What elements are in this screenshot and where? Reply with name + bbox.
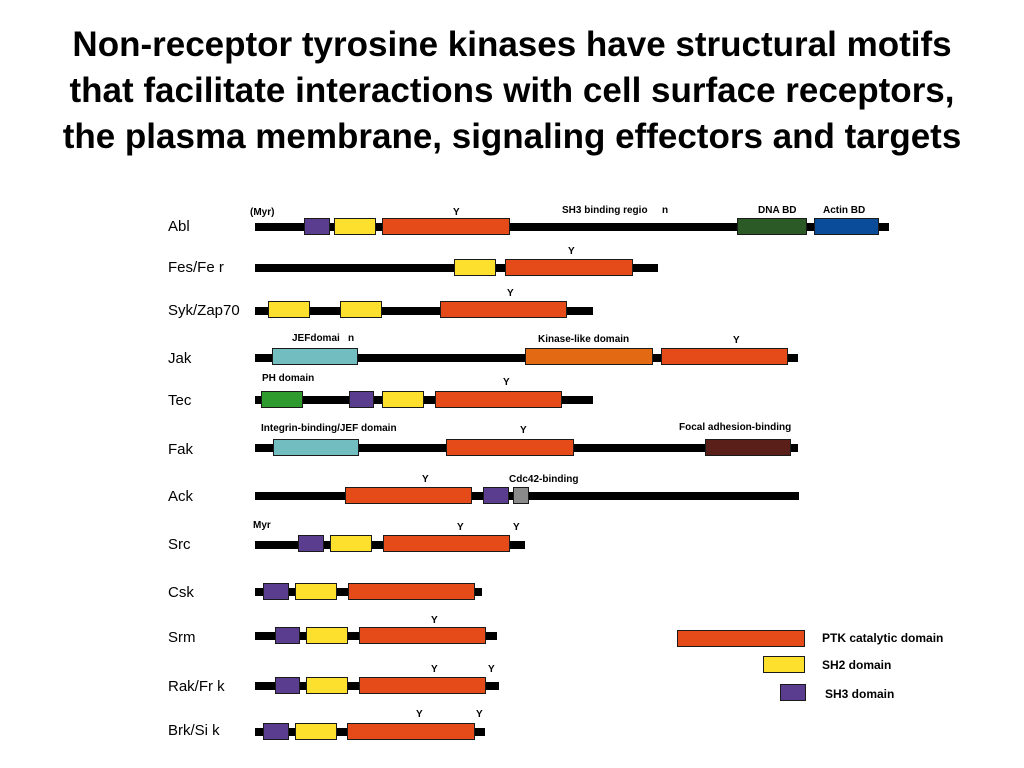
ack-cdc42-label: Cdc42-binding — [509, 474, 579, 485]
src-y-label-2: Y — [513, 522, 520, 533]
abl-sh2-domain — [334, 218, 376, 235]
row-label-rak: Rak/Fr k — [168, 678, 225, 695]
tec-ph-label: PH domain — [262, 373, 315, 384]
src-ptk-domain — [383, 535, 510, 552]
abl-actin-binding-domain — [814, 218, 879, 235]
csk-sh2-domain — [295, 583, 337, 600]
srm-sh3-domain — [275, 627, 300, 644]
row-label-csk: Csk — [168, 584, 194, 601]
row-label-ack: Ack — [168, 488, 194, 505]
ack-cdc42-binding-domain — [513, 487, 529, 504]
slide-title: Non-receptor tyrosine kinases have struc… — [0, 22, 1024, 160]
row-label-abl: Abl — [168, 218, 190, 235]
abl-ptk-domain — [382, 218, 510, 235]
srm-sh2-domain — [306, 627, 348, 644]
abl-backbone — [255, 223, 889, 231]
fak-ptk-domain — [446, 439, 574, 456]
srm-ptk-domain — [359, 627, 486, 644]
csk-ptk-domain — [348, 583, 475, 600]
title-line-2: that facilitate interactions with cell s… — [69, 71, 955, 110]
row-label-tec: Tec — [168, 392, 192, 409]
fes-y-label: Y — [568, 246, 575, 257]
jak-kinase-like-label: Kinase-like domain — [538, 334, 630, 345]
brk-y-label-2: Y — [476, 709, 483, 720]
abl-dna-bd-label: DNA BD — [758, 205, 797, 216]
fak-integrin-jef-domain — [273, 439, 359, 456]
fak-focal-label: Focal adhesion-binding — [679, 422, 792, 433]
ack-ptk-domain — [345, 487, 472, 504]
jak-y-label: Y — [733, 335, 740, 346]
syk-sh2-domain-2 — [340, 301, 382, 318]
rak-y-label-1: Y — [431, 664, 438, 675]
src-myr-label: Myr — [253, 520, 271, 531]
abl-y-label: Y — [453, 207, 460, 218]
jak-jef-label: JEFdomai — [292, 333, 340, 344]
syk-sh2-domain-1 — [268, 301, 310, 318]
ack-y-label: Y — [422, 474, 429, 485]
fak-y-label: Y — [520, 425, 527, 436]
tec-sh2-domain — [382, 391, 424, 408]
legend-ptk-swatch — [677, 630, 805, 647]
tec-ph-domain — [261, 391, 303, 408]
row-label-fes: Fes/Fe r — [168, 259, 224, 276]
ack-sh3-domain — [483, 487, 509, 504]
syk-backbone — [255, 307, 593, 315]
tec-y-label: Y — [503, 377, 510, 388]
row-label-syk: Syk/Zap70 — [168, 302, 240, 319]
row-label-jak: Jak — [168, 350, 192, 367]
legend-sh3-swatch — [780, 684, 806, 701]
row-label-src: Src — [168, 536, 191, 553]
tec-backbone — [255, 396, 593, 404]
src-sh3-domain — [298, 535, 324, 552]
brk-sh2-domain — [295, 723, 337, 740]
jak-jef-domain — [272, 348, 358, 365]
fes-sh2-domain — [454, 259, 496, 276]
jak-ptk-domain — [661, 348, 788, 365]
legend-sh2-swatch — [763, 656, 805, 673]
brk-y-label-1: Y — [416, 709, 423, 720]
syk-y-label: Y — [507, 288, 514, 299]
tec-sh3-domain — [349, 391, 374, 408]
legend-ptk-label: PTK catalytic domain — [822, 631, 944, 645]
fes-ptk-domain — [505, 259, 633, 276]
rak-sh2-domain — [306, 677, 348, 694]
syk-ptk-domain — [440, 301, 567, 318]
abl-sh3-domain — [304, 218, 330, 235]
abl-sh3-binding-label-n: n — [662, 205, 669, 216]
jak-jef-label-n: n — [348, 333, 355, 344]
csk-sh3-domain — [263, 583, 289, 600]
fak-focal-adhesion-domain — [705, 439, 791, 456]
row-label-srm: Srm — [168, 629, 196, 646]
jak-kinase-like-domain — [525, 348, 653, 365]
abl-dna-binding-domain — [737, 218, 807, 235]
title-line-1: Non-receptor tyrosine kinases have struc… — [72, 25, 952, 64]
src-sh2-domain — [330, 535, 372, 552]
rak-y-label-2: Y — [488, 664, 495, 675]
title-line-3: the plasma membrane, signaling effectors… — [62, 117, 962, 156]
legend-sh3-label: SH3 domain — [825, 687, 895, 701]
row-label-fak: Fak — [168, 441, 194, 458]
rak-ptk-domain — [359, 677, 486, 694]
abl-actin-bd-label: Actin BD — [823, 205, 866, 216]
rak-sh3-domain — [275, 677, 300, 694]
srm-y-label: Y — [431, 615, 438, 626]
abl-myr-label: (Myr) — [250, 207, 275, 218]
fak-integrin-label: Integrin-binding/JEF domain — [261, 423, 397, 434]
row-label-brk: Brk/Si k — [168, 722, 220, 739]
abl-sh3-binding-label: SH3 binding regio — [562, 205, 648, 216]
legend-sh2-label: SH2 domain — [822, 658, 892, 672]
brk-ptk-domain — [347, 723, 475, 740]
tec-ptk-domain — [435, 391, 562, 408]
brk-sh3-domain — [263, 723, 289, 740]
src-y-label-1: Y — [457, 522, 464, 533]
